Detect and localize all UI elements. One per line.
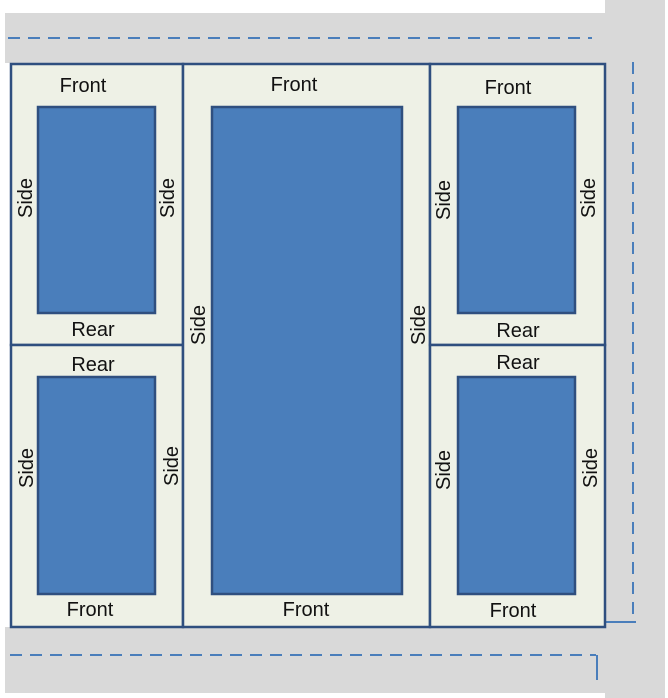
top-right-top-label: Front [485,77,532,99]
bottom-left-right-label: Side [161,446,183,486]
block-bottom-right [456,375,577,596]
top-right-bottom-label: Rear [496,320,540,342]
block-top-right [456,105,577,315]
bottom-left-left-label: Side [16,448,38,488]
top-aisle [5,13,605,63]
bottom-left-top-label: Rear [71,354,115,376]
top-right-left-label: Side [433,180,455,220]
center-left-label: Side [188,305,210,345]
block-top-left [36,105,157,315]
top-left-bottom-label: Rear [71,319,115,341]
bottom-right-left-label: Side [433,450,455,490]
top-left-top-label: Front [60,75,107,97]
center-right-label: Side [408,305,430,345]
block-center [210,105,404,596]
bottom-right-right-label: Side [580,448,602,488]
center-bottom-label: Front [283,599,330,621]
top-left-left-label: Side [15,178,37,218]
bottom-aisle [5,627,605,693]
bottom-left-bottom-label: Front [67,599,114,621]
bottom-right-top-label: Rear [496,352,540,374]
block-bottom-left [36,375,157,596]
top-left-right-label: Side [157,178,179,218]
top-right-right-label: Side [578,178,600,218]
center-top-label: Front [271,74,318,96]
bottom-right-bottom-label: Front [490,600,537,622]
right-aisle [605,0,665,698]
